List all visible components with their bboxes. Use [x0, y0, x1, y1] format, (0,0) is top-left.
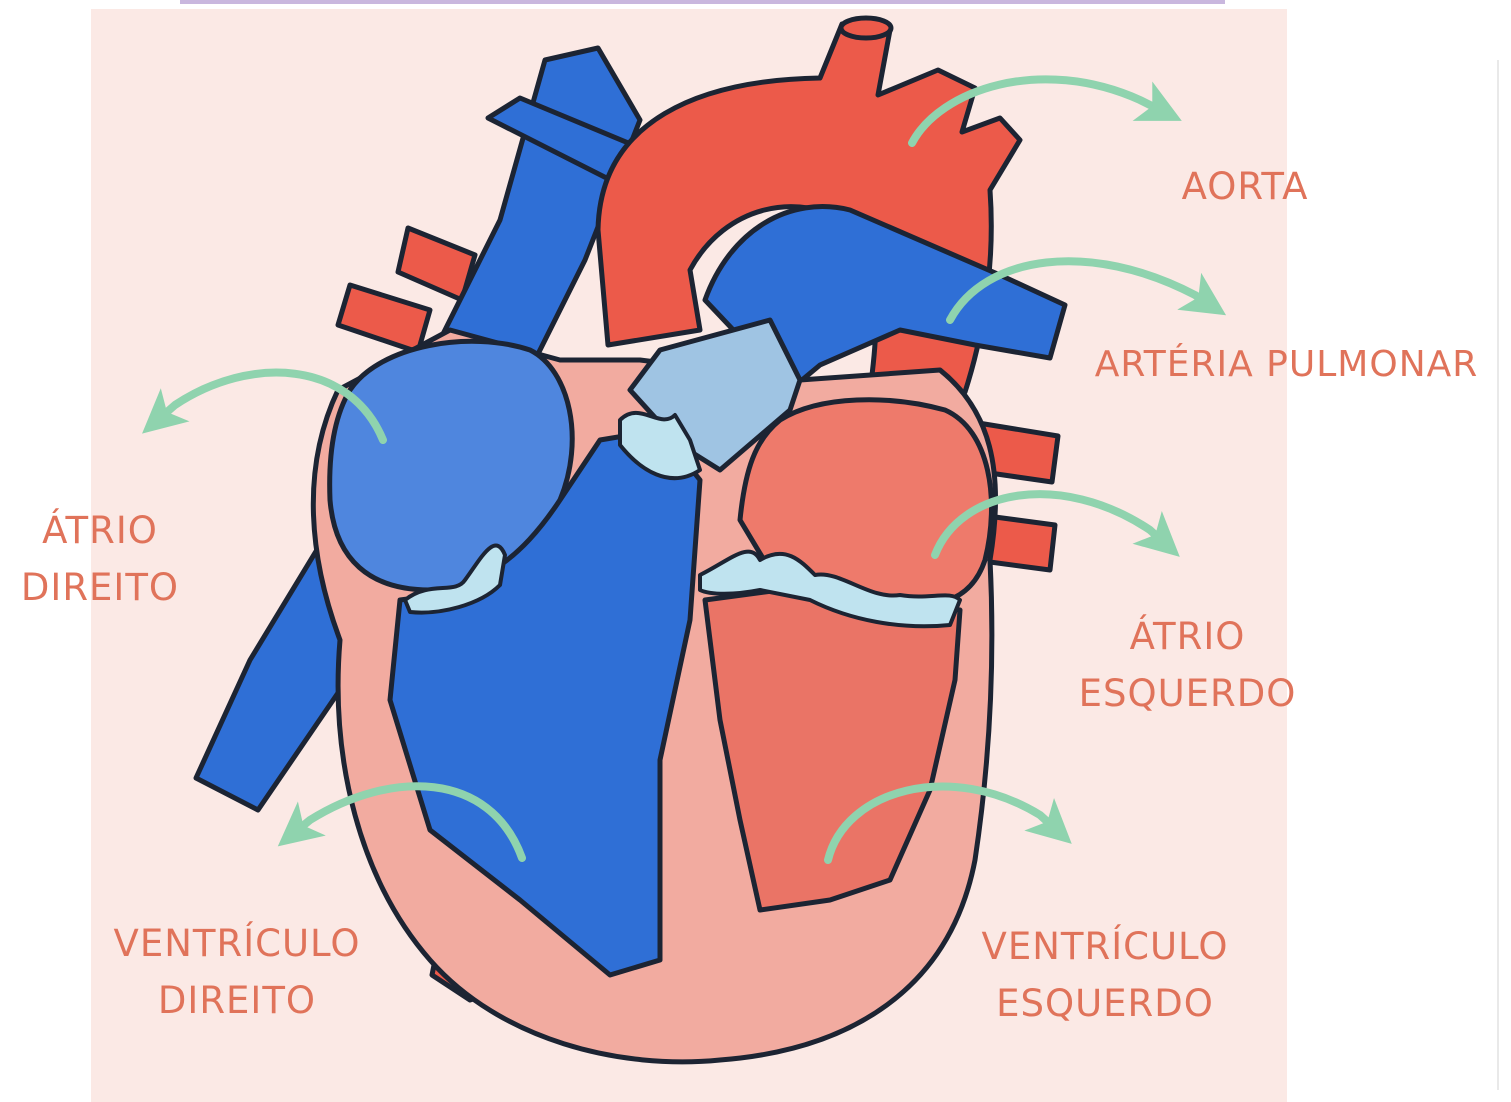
label-left-ventricle: VENTRÍCULO ESQUERDO	[950, 918, 1260, 1032]
label-right-atrium: ÁTRIO DIREITO	[0, 502, 200, 616]
label-aorta-text: AORTA	[1150, 158, 1340, 215]
label-aorta: AORTA	[1150, 158, 1340, 215]
label-pulmonary-artery-text: ARTÉRIA PULMONAR	[1062, 336, 1511, 393]
label-left-atrium-line2: ESQUERDO	[1050, 665, 1325, 722]
label-left-ventricle-line1: VENTRÍCULO	[950, 918, 1260, 975]
label-right-ventricle-line1: VENTRÍCULO	[82, 915, 392, 972]
label-left-atrium-line1: ÁTRIO	[1050, 608, 1325, 665]
label-right-ventricle: VENTRÍCULO DIREITO	[82, 915, 392, 1029]
label-right-atrium-line2: DIREITO	[0, 559, 200, 616]
label-right-atrium-line1: ÁTRIO	[0, 502, 200, 559]
label-left-atrium: ÁTRIO ESQUERDO	[1050, 608, 1325, 722]
label-left-ventricle-line2: ESQUERDO	[950, 975, 1260, 1032]
pulmonary-vein-left-lower	[338, 285, 430, 352]
label-pulmonary-artery: ARTÉRIA PULMONAR	[1062, 336, 1511, 393]
label-right-ventricle-line2: DIREITO	[82, 972, 392, 1029]
